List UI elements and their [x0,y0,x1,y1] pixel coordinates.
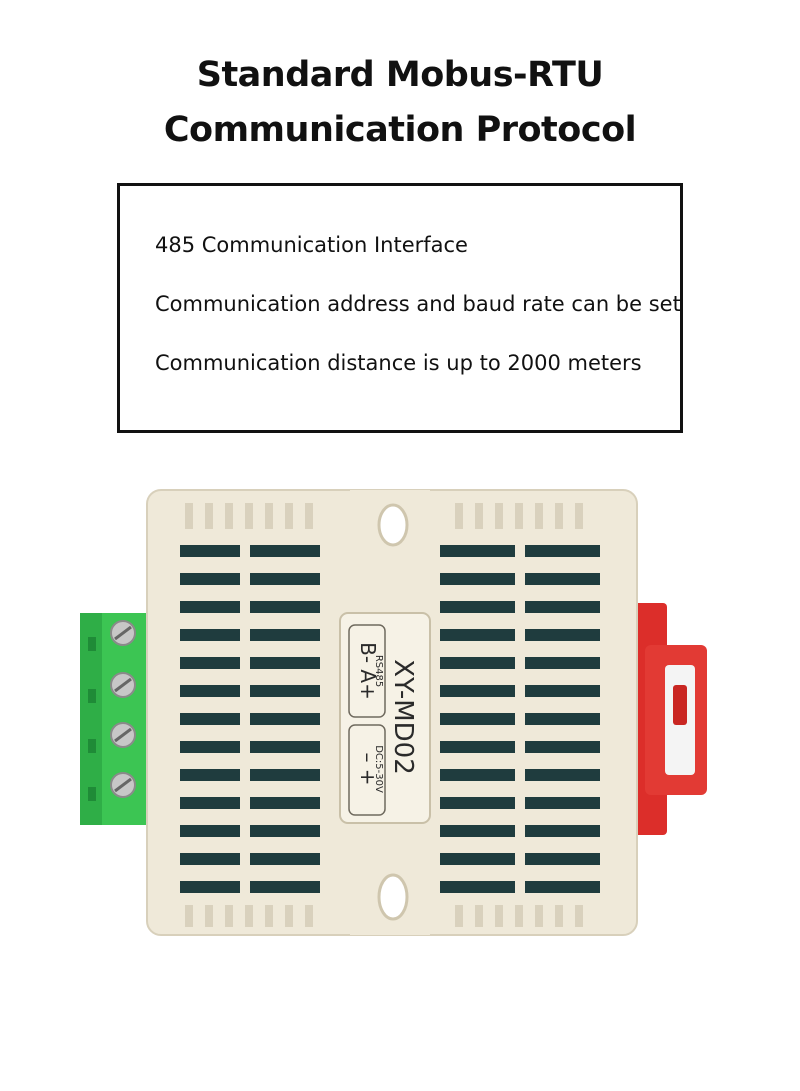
terminal-screw-4 [88,772,136,801]
device-image: XY-MD02 B- A+ RS485 – + DC:5-30V [75,485,725,945]
vent-teeth [185,503,583,927]
mounting-hole-bottom [350,855,430,935]
bus-terminal-label: B- A+ [356,642,380,700]
feature-item-address-baud: Communication address and baud rate can … [155,292,681,316]
terminal-screw-2 [88,672,136,703]
vent-slots-right [440,545,600,893]
feature-item-interface: 485 Communication Interface [155,233,468,257]
power-spec-label: DC:5-30V [373,745,384,793]
feature-item-distance: Communication distance is up to 2000 met… [155,351,642,375]
power-terminal-label: – + [356,752,380,785]
terminal-block [80,613,160,825]
sensor-module-illustration: XY-MD02 B- A+ RS485 – + DC:5-30V [80,489,707,936]
headline: Standard Mobus-RTU Communication Protoco… [0,48,800,158]
terminal-screw-1 [88,620,136,651]
feature-list: 485 Communication Interface Communicatio… [155,230,681,407]
vent-slots-left [180,545,320,893]
headline-line-2: Communication Protocol [163,110,637,150]
mounting-hole-top [350,490,430,565]
sensor-housing: XY-MD02 B- A+ RS485 – + DC:5-30V [146,489,638,936]
terminal-screw-3 [88,722,136,753]
model-label: XY-MD02 [388,659,418,775]
headline-line-1: Standard Mobus-RTU [196,55,604,95]
device-label-panel: XY-MD02 B- A+ RS485 – + DC:5-30V [339,612,431,824]
rs485-label: RS485 [373,655,384,687]
features-box: 485 Communication Interface Communicatio… [117,183,683,433]
